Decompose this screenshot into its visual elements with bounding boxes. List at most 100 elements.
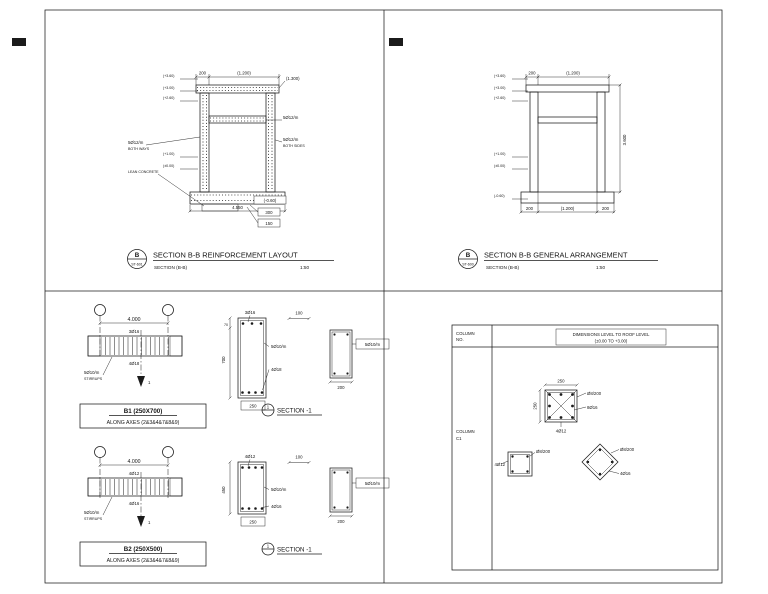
dim-label: 200: [337, 385, 345, 390]
rebar-label: 4Ø18: [271, 367, 282, 372]
grid-bubble: [162, 304, 174, 316]
rebar-label: BOTH WAYS: [128, 147, 150, 151]
dim-label: 700: [221, 356, 226, 364]
rebar-label: 8Ø16: [587, 405, 598, 410]
dim-label: 70: [224, 323, 228, 327]
tank-structure-plain: [520, 84, 615, 204]
column-diamond-section: Ø8/200 4Ø16: [581, 443, 635, 481]
dim-label: 3.600: [622, 134, 627, 145]
dim-label: 4.550: [232, 205, 243, 210]
beam-b2-section: 4Ø12 100 450 5Ø10/m 4Ø16 250 5Ø10/m 200 …: [221, 454, 390, 556]
panel-section-reinforcement: (+3.60) (+3.00) (+2.60) (+1.00) (±0.00) …: [127, 71, 334, 270]
beam-axes: ALONG AXES (2&3&4&7&8&9): [107, 558, 180, 564]
rebar-notes: 5Ø12/m 5Ø12/m BOTH SIDES 5Ø12/m BOTH WAY…: [128, 115, 305, 207]
dim-label: 4.000: [128, 317, 141, 323]
dimensions: 200 (1.200) (1.300) 4.550 (-0.60) 300 15…: [188, 71, 300, 228]
level-label: (±0.00): [163, 164, 174, 168]
title-block-reinforcement: B ST-601 SECTION B-B REINFORCEMENT LAYOU…: [127, 249, 334, 270]
panel-title: SECTION B-B GENERAL ARRANGEMENT: [484, 251, 628, 260]
dim-label: 200: [528, 71, 536, 76]
table-header: (±0.00 TO +3.00): [595, 339, 628, 344]
section-cut-number: 1: [148, 520, 151, 525]
level-label: (+1.00): [494, 152, 506, 156]
rebar-label: STIRRUPS: [84, 517, 103, 521]
dim-label: (1.300): [286, 76, 300, 81]
rebar-label: 4Ø18: [129, 361, 140, 366]
level-markers: (+3.60) (+3.00) (+2.60) (+1.00) (±0.00) …: [494, 74, 528, 200]
rebar-label: 4Ø12: [494, 462, 505, 467]
column-rect-section: 4Ø12 Ø8/200: [494, 449, 551, 477]
dim-label: 250: [249, 404, 257, 409]
rebar-label: 5Ø10/m: [365, 342, 381, 347]
column-schedule-table: COLUMN NO. DIMENSIONS LEVEL TO ROOF LEVE…: [451, 324, 719, 571]
level-label: (+2.60): [163, 96, 175, 100]
panel-scale: 1:50: [300, 265, 310, 270]
sheet-marker: [389, 38, 403, 46]
dim-label: (1.200): [561, 206, 575, 211]
sheet-borders: [12, 9, 723, 584]
tank-structure-reinforced: [189, 84, 286, 212]
panel-subtitle: SECTION (B-B): [154, 265, 188, 270]
dim-label: (-0.60): [264, 198, 277, 203]
rebar-label: 4Ø12: [129, 471, 140, 476]
section-cut-number: 1: [148, 380, 151, 385]
table-header: COLUMN: [456, 331, 475, 336]
level-label: (±0.00): [494, 164, 505, 168]
beam-name: B1 (250X700): [124, 408, 163, 415]
rebar-label: 5Ø10/m: [271, 344, 287, 349]
beam-b2-elevation: 4.000 4Ø12 4Ø16 5Ø10/m STIRRUPS 1 B2 (25…: [79, 446, 207, 567]
title-block-general: B ST-600 SECTION B-B GENERAL ARRANGEMENT…: [458, 249, 658, 270]
column-main-section: 250 250 Ø8/200 8Ø16 4Ø12: [533, 379, 602, 434]
grid-bubble: [94, 304, 106, 316]
dim-label: 4.000: [128, 459, 141, 465]
rebar-label: 5Ø12/m: [128, 140, 144, 145]
section-ref-sheet: ST-601: [131, 263, 143, 267]
level-label: (+3.00): [163, 86, 175, 90]
beam-b1-title: B1 (250X700) ALONG AXES (2&3&4&7&8&9): [79, 403, 207, 429]
section-title: SECTION -1: [277, 547, 312, 554]
rebar-label: Ø8/200: [536, 449, 551, 454]
rebar-label: 5Ø10/m: [84, 510, 100, 515]
dim-label: (1.200): [237, 71, 251, 76]
rebar-label: 4Ø16: [271, 504, 282, 509]
rebar-label: STIRRUPS: [84, 377, 103, 381]
dim-label: 200: [526, 206, 534, 211]
rebar-label: 3Ø16: [245, 310, 256, 315]
section-cut-arrow: [137, 376, 145, 387]
rebar-label: 4Ø12: [556, 429, 567, 434]
level-label: (+1.00): [163, 152, 175, 156]
level-label: (+3.60): [494, 74, 506, 78]
rebar-label: Ø8/200: [587, 391, 602, 396]
dim-label: 200: [602, 206, 610, 211]
rebar-label: 5Ø10/m: [84, 370, 100, 375]
rebar-label: 5Ø10/m: [365, 481, 381, 486]
panel-subtitle: SECTION (B-B): [486, 265, 520, 270]
dimensions: 200 (1.200) 3.600 200 (1.200) 200: [519, 71, 627, 214]
row-label: COLUMN: [456, 429, 475, 434]
beam-b1-section: 3Ø16 100 70 700 5Ø10/m 4Ø18 250 5Ø10/m 2…: [221, 310, 390, 417]
rebar-label: 5Ø12/m: [283, 115, 299, 120]
dim-label: 300: [265, 210, 273, 215]
dim-label: 250: [533, 402, 538, 410]
grid-bubble: [94, 446, 106, 458]
level-markers: (+3.60) (+3.00) (+2.60) (+1.00) (±0.00): [163, 74, 198, 170]
table-header: DIMENSIONS LEVEL TO ROOF LEVEL: [573, 332, 650, 337]
rebar-label: 4Ø16: [129, 501, 140, 506]
row-label: C1: [456, 436, 462, 441]
beam-axes: ALONG AXES (2&3&4&7&8&9): [107, 420, 180, 426]
section-cut-number: 1: [267, 544, 270, 549]
level-label: (-0.60): [494, 194, 505, 198]
table-header: NO.: [456, 337, 464, 342]
dim-label: (1.200): [566, 71, 580, 76]
beam-b2-title: B2 (250X500) ALONG AXES (2&3&4&7&8&9): [79, 541, 207, 567]
dim-label: 200: [199, 71, 207, 76]
rebar-label: 5Ø10/m: [271, 487, 287, 492]
beam-b1-elevation: 4.000 3Ø16 4Ø18 5Ø10/m STIRRUPS 1 B1 (25…: [79, 304, 207, 429]
rebar-label: 4Ø16: [620, 471, 631, 476]
rebar-label: BOTH SIDES: [283, 144, 305, 148]
section-title: SECTION -1: [277, 408, 312, 415]
section-ref-letter: B: [466, 252, 471, 259]
dim-label: 250: [557, 379, 565, 384]
rebar-label: Ø8/200: [620, 447, 635, 452]
dim-label: 250: [249, 520, 257, 525]
